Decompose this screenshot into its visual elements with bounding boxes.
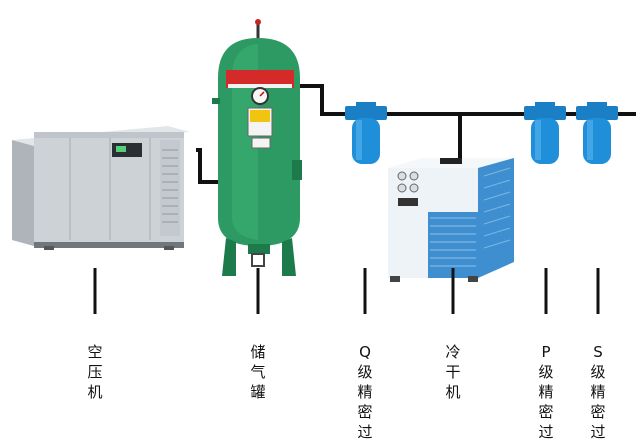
q-filter-icon bbox=[345, 102, 387, 164]
air-storage-tank-icon bbox=[212, 19, 302, 276]
pipe-tank-to-q-filter bbox=[300, 84, 347, 116]
label-q-filter: Q级精密过 bbox=[357, 343, 373, 441]
flow-diagram bbox=[12, 19, 636, 314]
refrigerated-dryer-icon bbox=[388, 158, 514, 282]
air-compressor-icon bbox=[12, 126, 190, 250]
label-compressor: 空压机 bbox=[87, 343, 103, 401]
label-s-filter: S级精密过 bbox=[590, 343, 606, 441]
label-p-filter: P级精密过 bbox=[538, 343, 554, 441]
label-dryer: 冷干机 bbox=[445, 343, 461, 401]
label-tank: 储气罐 bbox=[250, 343, 266, 401]
pipe-lines bbox=[196, 84, 636, 184]
s-filter-icon bbox=[576, 102, 618, 164]
p-filter-icon bbox=[524, 102, 566, 164]
leader-lines bbox=[93, 268, 600, 314]
pipe-compressor-to-tank bbox=[196, 148, 220, 184]
